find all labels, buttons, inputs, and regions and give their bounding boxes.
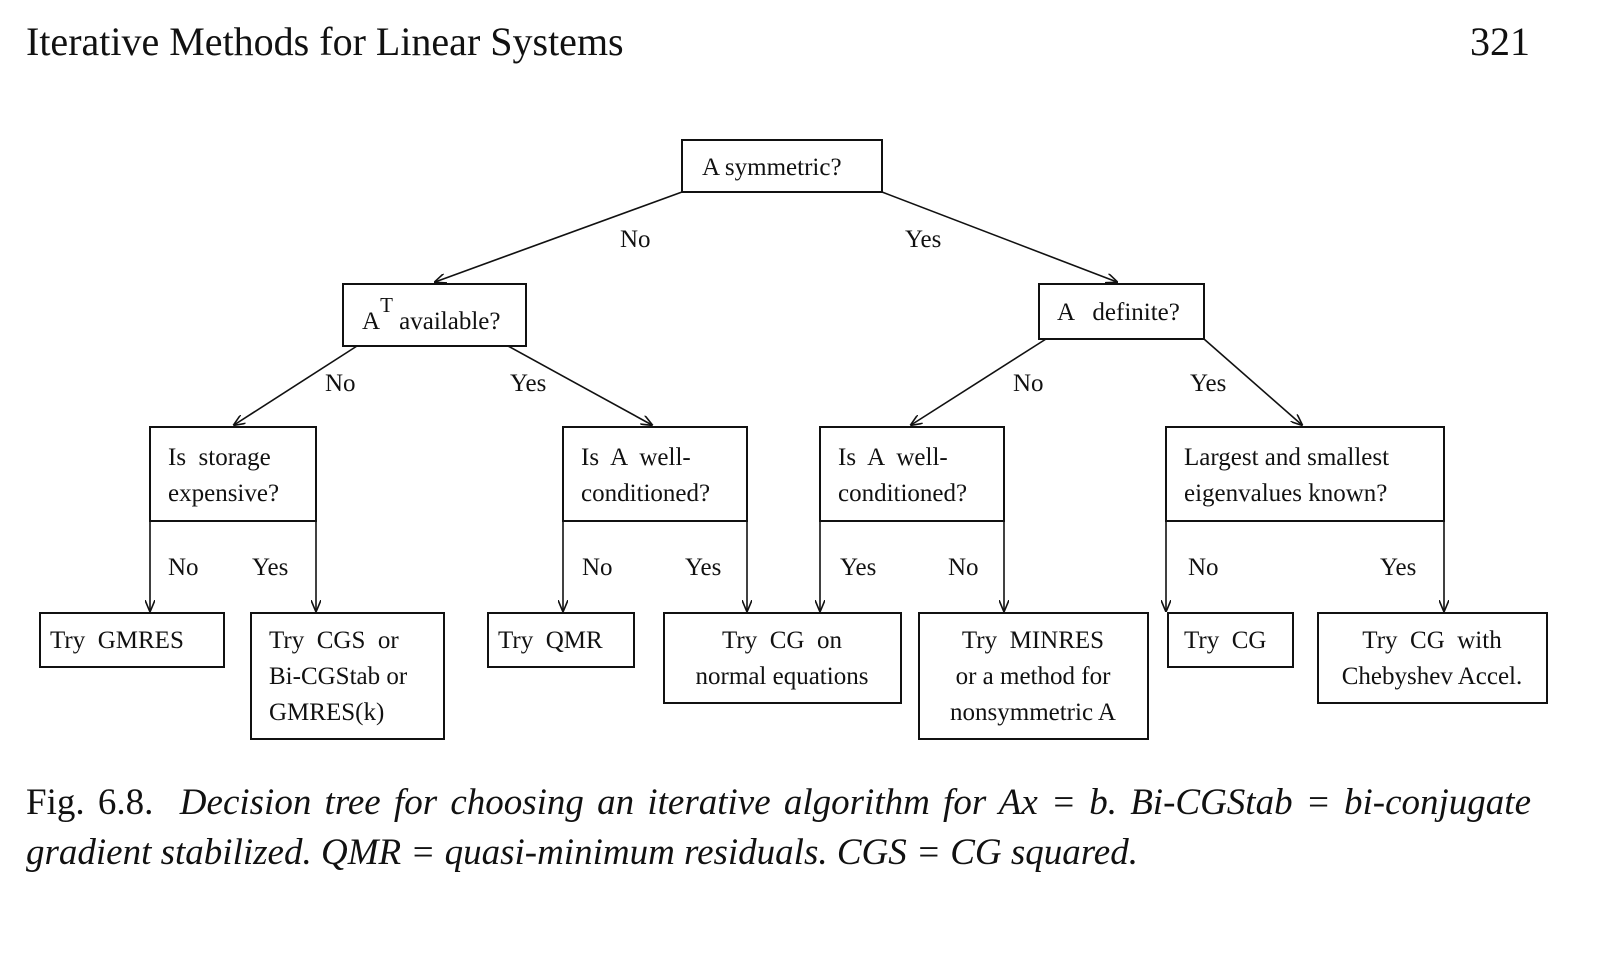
node-storage-expensive: Is storage expensive? [149,426,317,522]
node-at-available: AT available? [342,283,527,347]
node-wcl-line2: conditioned? [581,480,710,507]
edge-def-yes [1203,338,1302,425]
leaf-try-cg-chebyshev: Try CG with Chebyshev Accel. [1317,612,1548,704]
edge-at-no [234,345,358,425]
node-a-definite-line1: A definite? [1057,299,1180,326]
edge-label-wcl-no: No [582,554,613,581]
node-at-base: A [362,308,380,335]
leaf-minres-line1: Try MINRES [962,627,1104,654]
decision-tree-diagram: No Yes No Yes No Yes No Yes No Yes Yes N… [39,139,1548,740]
edge-label-storage-no: No [168,554,199,581]
leaf-cg-line1: Try CG [1184,627,1266,654]
leaf-cgs-line3: GMRES(k) [269,699,384,726]
node-eigenvalues-known: Largest and smallest eigenvalues known? [1165,426,1445,522]
node-storage-line1: Is storage [168,444,271,471]
node-at-sup: T [380,293,393,317]
leaf-cgne-line1: Try CG on [722,627,842,654]
edge-label-root-no: No [620,226,651,253]
leaf-gmres-line1: Try GMRES [50,627,184,654]
figure-label: Fig. 6.8. [26,782,154,823]
node-well-conditioned-left: Is A well- conditioned? [562,426,748,522]
figure-caption: Fig. 6.8. Decision tree for choosing an … [26,778,1531,878]
node-eigen-line2: eigenvalues known? [1184,480,1387,507]
node-at-rest: available? [393,308,501,335]
leaf-qmr-line1: Try QMR [498,627,603,654]
node-at-available-label: AT available? [362,293,500,335]
edge-root-yes [881,191,1117,282]
node-well-conditioned-right: Is A well- conditioned? [819,426,1005,522]
node-wcr-line2: conditioned? [838,480,967,507]
edge-label-wcr-yes: Yes [840,554,876,581]
edge-label-def-yes: Yes [1190,370,1226,397]
page-number: 321 [1470,19,1530,64]
node-wcr-line1: Is A well- [838,444,948,471]
node-a-symmetric: A symmetric? [681,139,883,193]
leaf-cheb-line2: Chebyshev Accel. [1342,663,1523,690]
edge-label-at-no: No [325,370,356,397]
leaf-try-minres: Try MINRES or a method for nonsymmetric … [918,612,1149,740]
leaf-cgs-line2: Bi-CGStab or [269,663,408,690]
leaf-try-cg: Try CG [1167,612,1294,668]
edge-root-no [435,191,683,282]
edge-def-no [911,338,1047,425]
edge-label-at-yes: Yes [510,370,546,397]
edge-label-eig-no: No [1188,554,1219,581]
figure-caption-text: Decision tree for choosing an iterative … [26,782,1532,873]
running-title: Iterative Methods for Linear Systems [26,19,624,64]
leaf-cgne-line2: normal equations [696,663,869,690]
edge-label-wcl-yes: Yes [685,554,721,581]
edge-label-wcr-no: No [948,554,979,581]
edge-label-eig-yes: Yes [1380,554,1416,581]
leaf-try-cg-normal: Try CG on normal equations [663,612,902,704]
edge-at-yes [507,345,652,425]
leaf-minres-line2: or a method for [956,663,1111,690]
edge-label-def-no: No [1013,370,1044,397]
node-a-definite: A definite? [1038,283,1205,340]
node-wcl-line1: Is A well- [581,444,691,471]
leaf-try-gmres: Try GMRES [39,612,225,668]
node-a-symmetric-line1: A symmetric? [702,154,842,181]
node-eigen-line1: Largest and smallest [1184,444,1389,471]
leaf-cgs-line1: Try CGS or [269,627,399,654]
leaf-cheb-line1: Try CG with [1362,627,1502,654]
node-storage-line2: expensive? [168,480,279,507]
leaf-try-qmr: Try QMR [487,612,635,668]
leaf-try-cgs: Try CGS or Bi-CGStab or GMRES(k) [250,612,445,740]
edge-label-root-yes: Yes [905,226,941,253]
edge-label-storage-yes: Yes [252,554,288,581]
leaf-minres-line3: nonsymmetric A [950,699,1116,726]
